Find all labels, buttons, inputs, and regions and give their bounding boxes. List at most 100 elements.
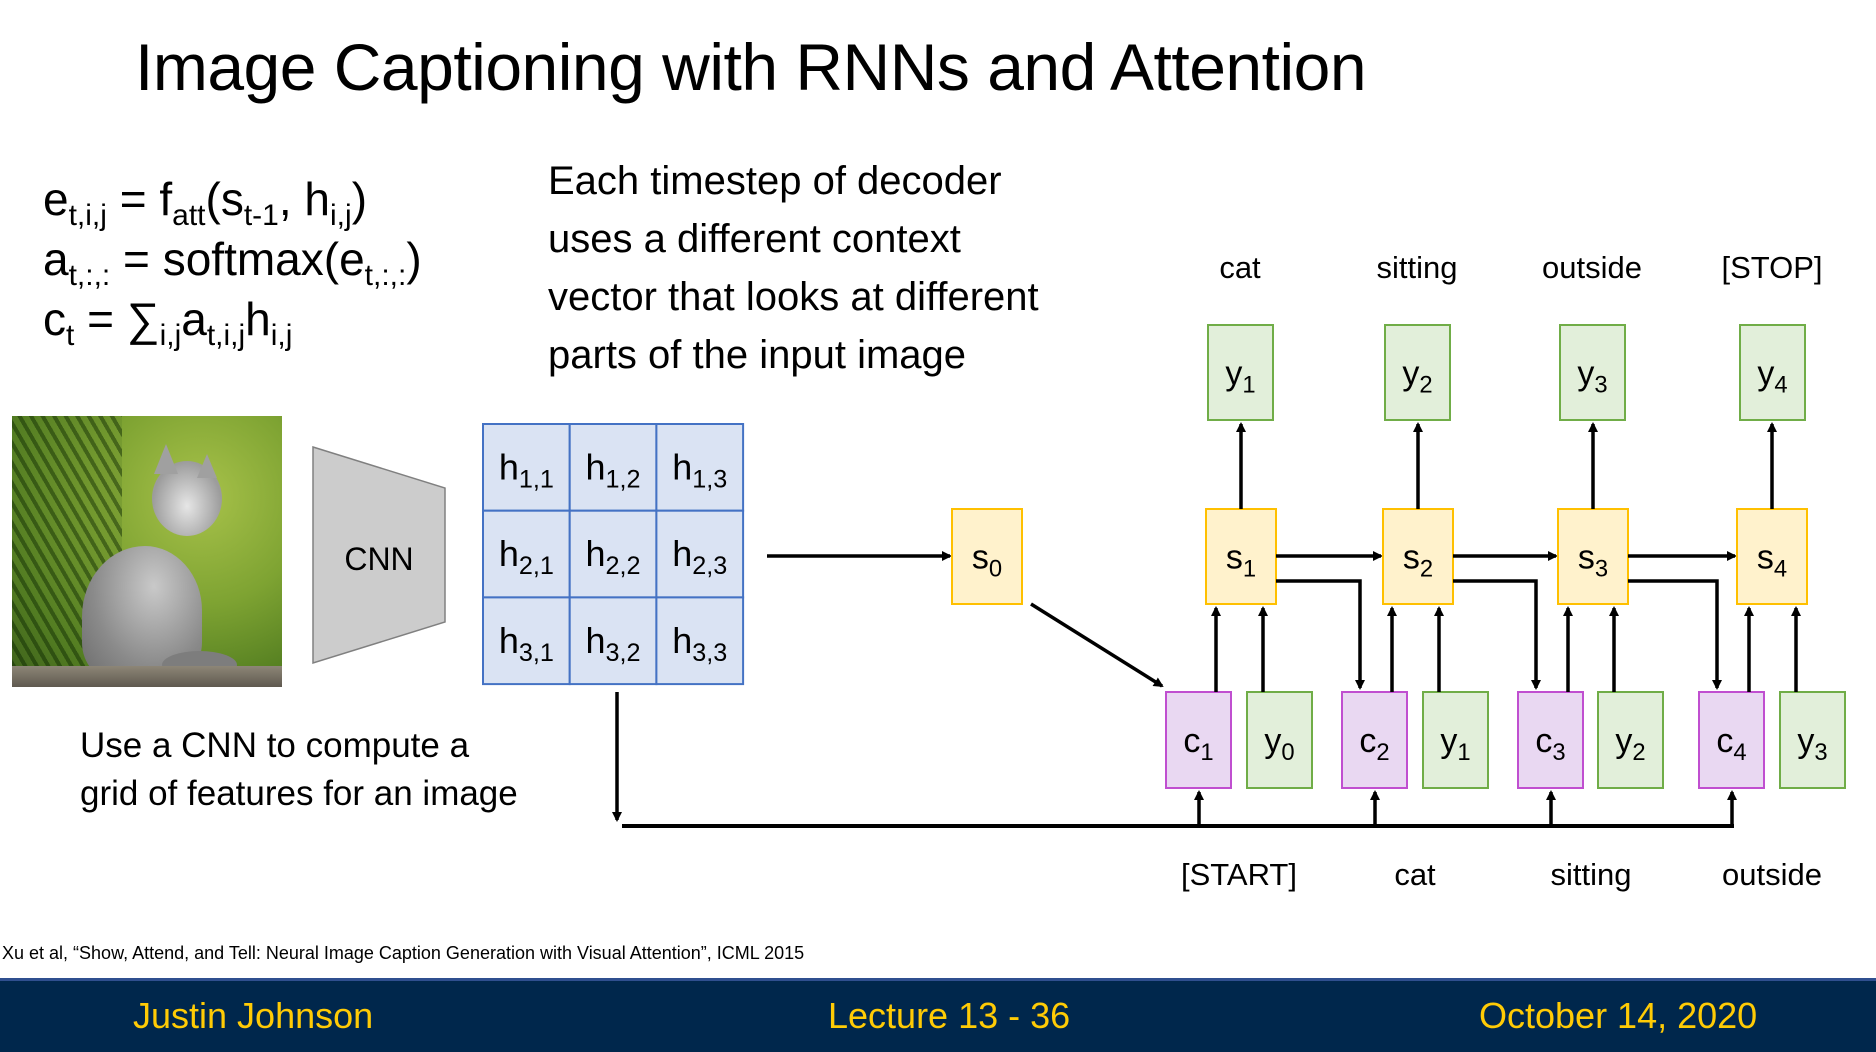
equation-energy: et,i,j = fatt(st-1, hi,j) [43, 173, 367, 231]
equation-attention: at,:,: = softmax(et,:,:) [43, 233, 422, 291]
output-box-label: y1 [1225, 355, 1255, 399]
grid-cell-2-2-label: h2,2 [586, 533, 641, 580]
citation: Xu et al, “Show, Attend, and Tell: Neura… [2, 943, 805, 963]
cat-ear [197, 454, 217, 478]
state-s0-box-label: s0 [972, 539, 1002, 583]
grid-cell-1-2-label: h1,2 [586, 446, 641, 493]
grid-cell-3-1-label: h3,1 [499, 620, 554, 667]
equation-text: = ∑ [74, 293, 160, 345]
input-box: y1 [1422, 691, 1489, 789]
equation-subscript: i,j [159, 319, 182, 352]
equation-text: = f [106, 173, 173, 225]
equation-text: a [181, 293, 207, 345]
equation-subscript: i,j [330, 199, 352, 232]
cnn-label: CNN [344, 541, 413, 577]
input-box: y0 [1246, 691, 1313, 789]
context-box: c4 [1698, 691, 1765, 789]
output-word: sitting [1377, 250, 1458, 285]
context-box-label: c2 [1359, 722, 1389, 766]
equation-text: a [43, 233, 69, 285]
context-box-label: c1 [1183, 722, 1213, 766]
output-word: [STOP] [1721, 250, 1822, 285]
grid-cell-3-2: h3,2 [568, 596, 658, 686]
output-box-rect [1207, 324, 1274, 421]
output-word: outside [1542, 250, 1642, 285]
slide-title: Image Captioning with RNNs and Attention [135, 30, 1367, 104]
output-box: y2 [1384, 324, 1451, 421]
output-box-rect [1384, 324, 1451, 421]
output-box-label: y3 [1577, 355, 1607, 399]
grid-cell-3-2-rect [568, 596, 658, 686]
equation-text: , h [278, 173, 331, 225]
equation-text: ) [406, 233, 422, 285]
output-box: y1 [1207, 324, 1274, 421]
input-box-rect [1597, 691, 1664, 789]
grid-cell-1-1-label: h1,1 [499, 446, 554, 493]
context-box: c3 [1517, 691, 1584, 789]
grid-cell-3-3: h3,3 [655, 596, 745, 686]
grid-cell-3-2-label: h3,2 [586, 620, 641, 667]
decoder: s1 y1 c1 y0 cat [START] s2 y2 c2 y1 sitting cat s3 y3… [1165, 250, 1846, 892]
equation-subscript: att [172, 199, 206, 232]
output-box-rect [1739, 324, 1806, 421]
state-box: s4 [1736, 508, 1808, 605]
equation-subscript: t-1 [243, 199, 279, 232]
context-box-rect [1165, 691, 1232, 789]
arrow-s0-to-c1 [1030, 602, 1164, 688]
decoder-description: Each timestep of decoder uses a differen… [548, 152, 1039, 384]
caption-line: Use a CNN to compute a [80, 726, 470, 765]
grid-cell-1-2-rect [568, 423, 658, 512]
state-box-label: s1 [1226, 539, 1256, 583]
output-word: cat [1219, 250, 1261, 285]
input-box: y2 [1597, 691, 1664, 789]
state-box-rect [1382, 508, 1454, 605]
input-box-rect [1779, 691, 1846, 789]
description-line: vector that looks at different [548, 275, 1039, 319]
input-word: cat [1394, 857, 1436, 892]
input-box-label: y1 [1440, 722, 1470, 766]
input-box-label: y3 [1797, 722, 1827, 766]
context-box-rect [1341, 691, 1408, 789]
equation-text: h [245, 293, 271, 345]
grid-cell-1-2: h1,2 [568, 423, 658, 512]
input-box-label: y0 [1264, 722, 1294, 766]
grid-cell-1-3: h1,3 [655, 423, 745, 512]
footer-date: October 14, 2020 [1479, 995, 1758, 1036]
state-box-label: s2 [1403, 539, 1433, 583]
input-box: y3 [1779, 691, 1846, 789]
equation-text: (s [205, 173, 244, 225]
state-box-rect [1736, 508, 1808, 605]
context-box-rect [1698, 691, 1765, 789]
grid-cell-1-1: h1,1 [482, 423, 571, 512]
input-word: sitting [1551, 857, 1632, 892]
grid-cell-3-1: h3,1 [482, 596, 571, 686]
state-s0-box: s0 [951, 508, 1023, 605]
context-box: c2 [1341, 691, 1408, 789]
arrow-state-to-next-context [1276, 579, 1365, 690]
state-box-label: s3 [1578, 539, 1608, 583]
footer-lecture: Lecture 13 - 36 [828, 995, 1071, 1036]
state-s0: s0 [951, 508, 1023, 605]
state-box: s3 [1557, 508, 1629, 605]
equation-text: = softmax(e [110, 233, 365, 285]
equation-subscript: t,:,: [364, 259, 407, 292]
state-box: s1 [1205, 508, 1277, 605]
cnn-block [312, 445, 446, 665]
arrow-state-to-next-context [1628, 579, 1722, 690]
equation-subscript: t,i,j [68, 199, 107, 232]
grid-cell-2-1: h2,1 [482, 509, 571, 599]
equation-text: e [43, 173, 69, 225]
feature-grid: h1,1 h1,2 h1,3 h2,1 h2,2 h2,3 h3,1 h3,2 h3,3 [482, 423, 745, 686]
input-box-rect [1422, 691, 1489, 789]
grid-cell-2-3-label: h2,3 [672, 533, 727, 580]
input-box-rect [1246, 691, 1313, 789]
caption-line: grid of features for an image [80, 774, 518, 813]
description-line: uses a different context [548, 217, 961, 261]
equation-context: ct = ∑i,jat,i,jhi,j [43, 293, 292, 351]
cat-ear [154, 444, 178, 474]
context-box-rect [1517, 691, 1584, 789]
equation-text: c [43, 293, 66, 345]
grid-cell-2-2: h2,2 [568, 509, 658, 599]
input-word: [START] [1181, 857, 1297, 892]
description-line: Each timestep of decoder [548, 159, 1002, 203]
